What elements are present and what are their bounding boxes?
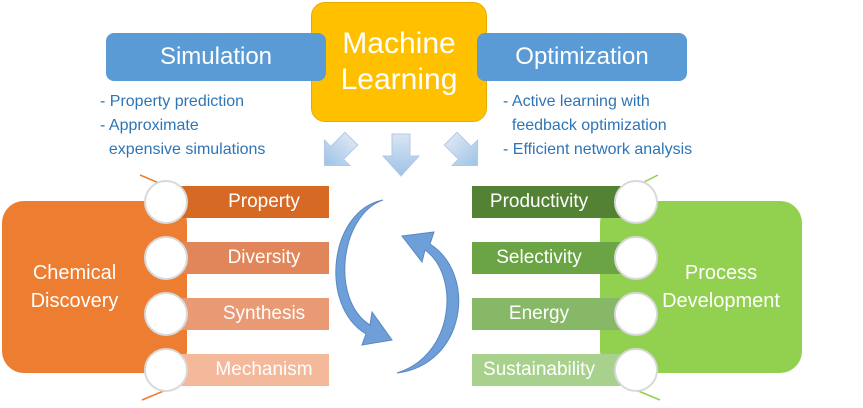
optimization-note: - Efficient network analysis (503, 141, 693, 158)
bar-diversity-label: Diversity (227, 247, 301, 268)
machine-learning-line-2: Learning (340, 63, 458, 96)
bar-productivity: Productivity (472, 186, 624, 218)
bar-selectivity: Selectivity (472, 242, 624, 274)
bar-synthesis: Synthesis (181, 298, 329, 330)
process-development-title-line: Development (662, 290, 780, 312)
left-circle (144, 292, 188, 336)
cycle-arrows-icon (335, 199, 460, 374)
simulation-box: Simulation (106, 33, 326, 81)
bar-energy: Energy (472, 298, 624, 330)
bar-sustainability-label: Sustainability (483, 359, 595, 380)
simulation-label: Simulation (159, 43, 273, 70)
left-circle (144, 348, 188, 392)
machine-learning-line-1: Machine (342, 27, 456, 60)
bar-selectivity-label: Selectivity (496, 247, 582, 268)
left-circle (144, 180, 188, 224)
simulation-note: expensive simulations (100, 141, 266, 158)
bar-synthesis-label: Synthesis (222, 303, 306, 324)
optimization-box: Optimization (477, 33, 687, 81)
bar-productivity-label: Productivity (489, 191, 589, 212)
arrow-down-left-icon (323, 131, 359, 167)
bar-mechanism-label: Mechanism (215, 359, 313, 380)
chemical-discovery-panel: Chemical Discovery (2, 201, 187, 373)
chemical-discovery-title-line: Chemical (32, 262, 117, 284)
bar-property-label: Property (228, 191, 300, 212)
bar-sustainability: Sustainability (472, 354, 624, 386)
arrow-down-icon (381, 133, 421, 177)
optimization-label: Optimization (515, 43, 649, 70)
optimization-note: - Active learning with (503, 93, 650, 110)
process-development-panel: Process Development (600, 201, 802, 373)
right-circle (614, 236, 658, 280)
optimization-note: feedback optimization (503, 117, 667, 134)
right-circle (614, 348, 658, 392)
simulation-note: - Approximate (100, 117, 199, 134)
bar-mechanism: Mechanism (181, 354, 329, 386)
bar-energy-label: Energy (508, 303, 570, 324)
machine-learning-box: Machine Learning (311, 2, 487, 122)
right-circle (614, 292, 658, 336)
bar-property: Property (181, 186, 329, 218)
optimization-notes: - Active learning with feedback optimiza… (503, 90, 692, 162)
simulation-notes: - Property prediction - Approximate expe… (100, 90, 265, 162)
left-circle (144, 236, 188, 280)
bar-diversity: Diversity (181, 242, 329, 274)
process-development-title-line: Process (684, 262, 758, 284)
right-circle (614, 180, 658, 224)
simulation-note: - Property prediction (100, 93, 245, 110)
arrow-down-right-icon (443, 131, 479, 167)
chemical-discovery-title-line: Discovery (30, 290, 119, 312)
